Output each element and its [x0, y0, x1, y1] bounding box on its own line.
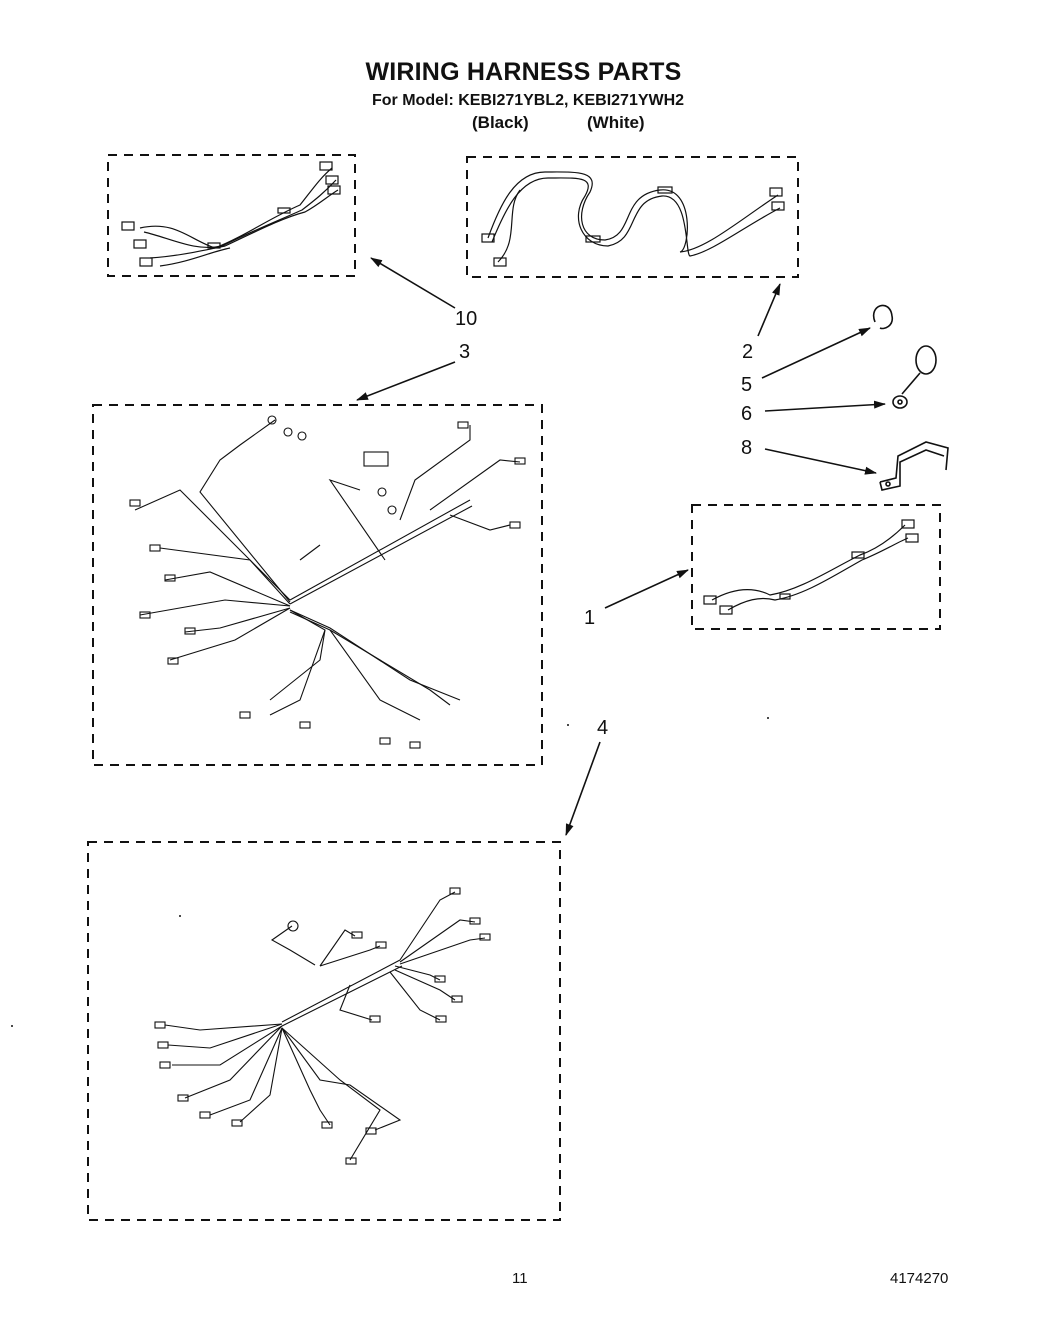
harness-1	[703, 519, 919, 615]
page-title: WIRING HARNESS PARTS	[365, 58, 682, 86]
part-box-3	[92, 404, 543, 766]
part-6-grommet	[892, 345, 937, 409]
leader-3	[356, 361, 456, 401]
callout-3: 3	[459, 341, 471, 363]
scan-specks	[11, 717, 769, 1027]
leader-1	[604, 569, 689, 609]
part-box-1	[691, 504, 941, 630]
callout-1: 1	[584, 607, 596, 629]
harness-4	[154, 887, 491, 1165]
model-line: For Model: KEBI271YBL2, KEBI271YWH2	[372, 92, 685, 109]
callout-5: 5	[741, 374, 753, 396]
callout-2: 2	[742, 341, 754, 363]
callout-6: 6	[741, 403, 753, 425]
leader-6	[764, 400, 886, 412]
part-box-10	[107, 154, 356, 277]
part-box-4	[87, 841, 561, 1221]
leader-5	[761, 327, 871, 379]
harness-3	[129, 415, 526, 749]
leader-4	[565, 741, 601, 836]
callout-10: 10	[455, 308, 478, 330]
part-8-bracket	[879, 441, 949, 491]
leader-2	[757, 283, 781, 337]
variant-black-label: (Black)	[472, 113, 529, 132]
leader-10	[370, 257, 456, 309]
part-box-2	[466, 156, 799, 278]
harness-2	[481, 171, 785, 267]
callout-8: 8	[741, 437, 753, 459]
callout-4: 4	[597, 717, 609, 739]
part-5-ring	[872, 304, 894, 330]
harness-10	[121, 161, 341, 267]
page-number: 11	[512, 1270, 528, 1287]
variant-white-label: (White)	[587, 113, 645, 132]
leader-8	[764, 448, 877, 475]
document-number: 4174270	[890, 1270, 949, 1287]
